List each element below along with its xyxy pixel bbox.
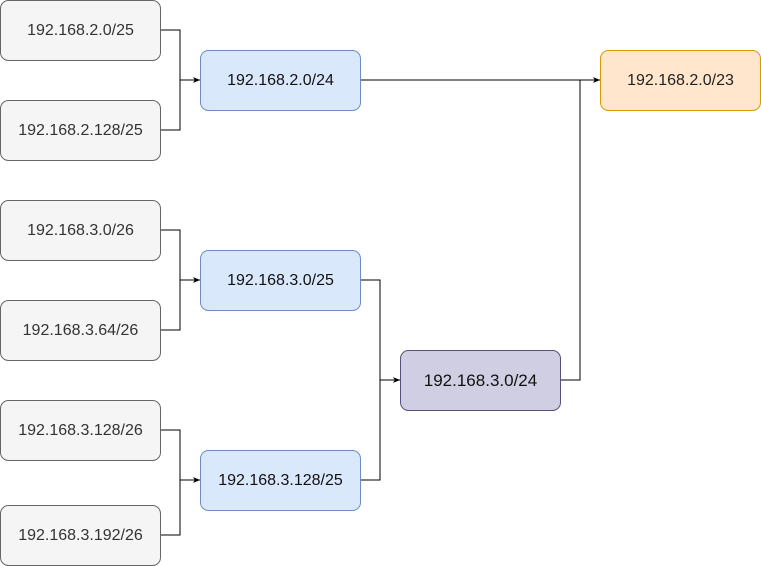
node-192-168-3-192-26: 192.168.3.192/26: [0, 505, 161, 566]
node-label: 192.168.2.0/24: [227, 72, 334, 89]
node-192-168-3-64-26: 192.168.3.64/26: [0, 300, 161, 361]
edge-3-192-26-to-3-128-25: [160, 477, 200, 536]
node-192-168-2-128-25: 192.168.2.128/25: [0, 100, 161, 161]
node-label: 192.168.2.0/25: [27, 22, 134, 39]
node-192-168-2-0-25: 192.168.2.0/25: [0, 0, 161, 61]
node-label: 192.168.3.128/25: [218, 472, 343, 489]
node-192-168-3-0-26: 192.168.3.0/26: [0, 200, 161, 261]
edge-3-128-26-to-3-128-25: [160, 429, 200, 483]
edge-2-0-25-to-2-0-24: [160, 29, 200, 83]
node-label: 192.168.3.128/26: [18, 422, 143, 439]
node-192-168-3-128-25: 192.168.3.128/25: [200, 450, 361, 511]
node-192-168-2-0-24: 192.168.2.0/24: [200, 50, 361, 111]
connectors: [160, 29, 600, 536]
edge-3-128-25-to-3-0-24: [360, 377, 400, 481]
edge-3-0-26-to-3-0-25: [160, 229, 200, 283]
node-label: 192.168.3.0/25: [227, 272, 334, 289]
node-192-168-2-0-23: 192.168.2.0/23: [600, 50, 761, 111]
edge-2-128-25-to-2-0-24: [160, 77, 200, 131]
node-label: 192.168.3.0/24: [424, 371, 537, 390]
node-label: 192.168.3.64/26: [23, 322, 139, 339]
edge-3-0-24-to-2-0-23: [560, 77, 600, 381]
node-label: 192.168.3.0/26: [27, 222, 134, 239]
node-192-168-3-128-26: 192.168.3.128/26: [0, 400, 161, 461]
node-label: 192.168.3.192/26: [18, 527, 143, 544]
edge-3-64-26-to-3-0-25: [160, 277, 200, 331]
node-192-168-3-0-24: 192.168.3.0/24: [400, 350, 561, 411]
node-label: 192.168.2.128/25: [18, 122, 143, 139]
node-label: 192.168.2.0/23: [627, 72, 734, 89]
edge-3-0-25-to-3-0-24: [360, 279, 400, 383]
node-192-168-3-0-25: 192.168.3.0/25: [200, 250, 361, 311]
